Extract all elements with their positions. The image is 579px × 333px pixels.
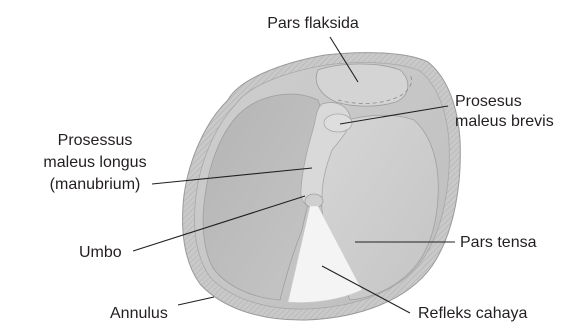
label-pars-flaksida: Pars flaksida	[267, 15, 359, 32]
label-manubrium-1: Prosessus	[58, 132, 133, 149]
label-annulus: Annulus	[110, 305, 168, 322]
label-prosesus-brevis-2: maleus brevis	[455, 113, 554, 130]
label-manubrium-3: (manubrium)	[50, 176, 141, 193]
label-manubrium-2: maleus longus	[43, 154, 146, 171]
label-refleks-cahaya: Refleks cahaya	[418, 305, 527, 322]
label-pars-tensa: Pars tensa	[460, 234, 537, 251]
label-prosesus-brevis-1: Prosesus	[455, 93, 522, 110]
label-umbo: Umbo	[79, 244, 122, 261]
leader-annulus	[178, 297, 214, 305]
